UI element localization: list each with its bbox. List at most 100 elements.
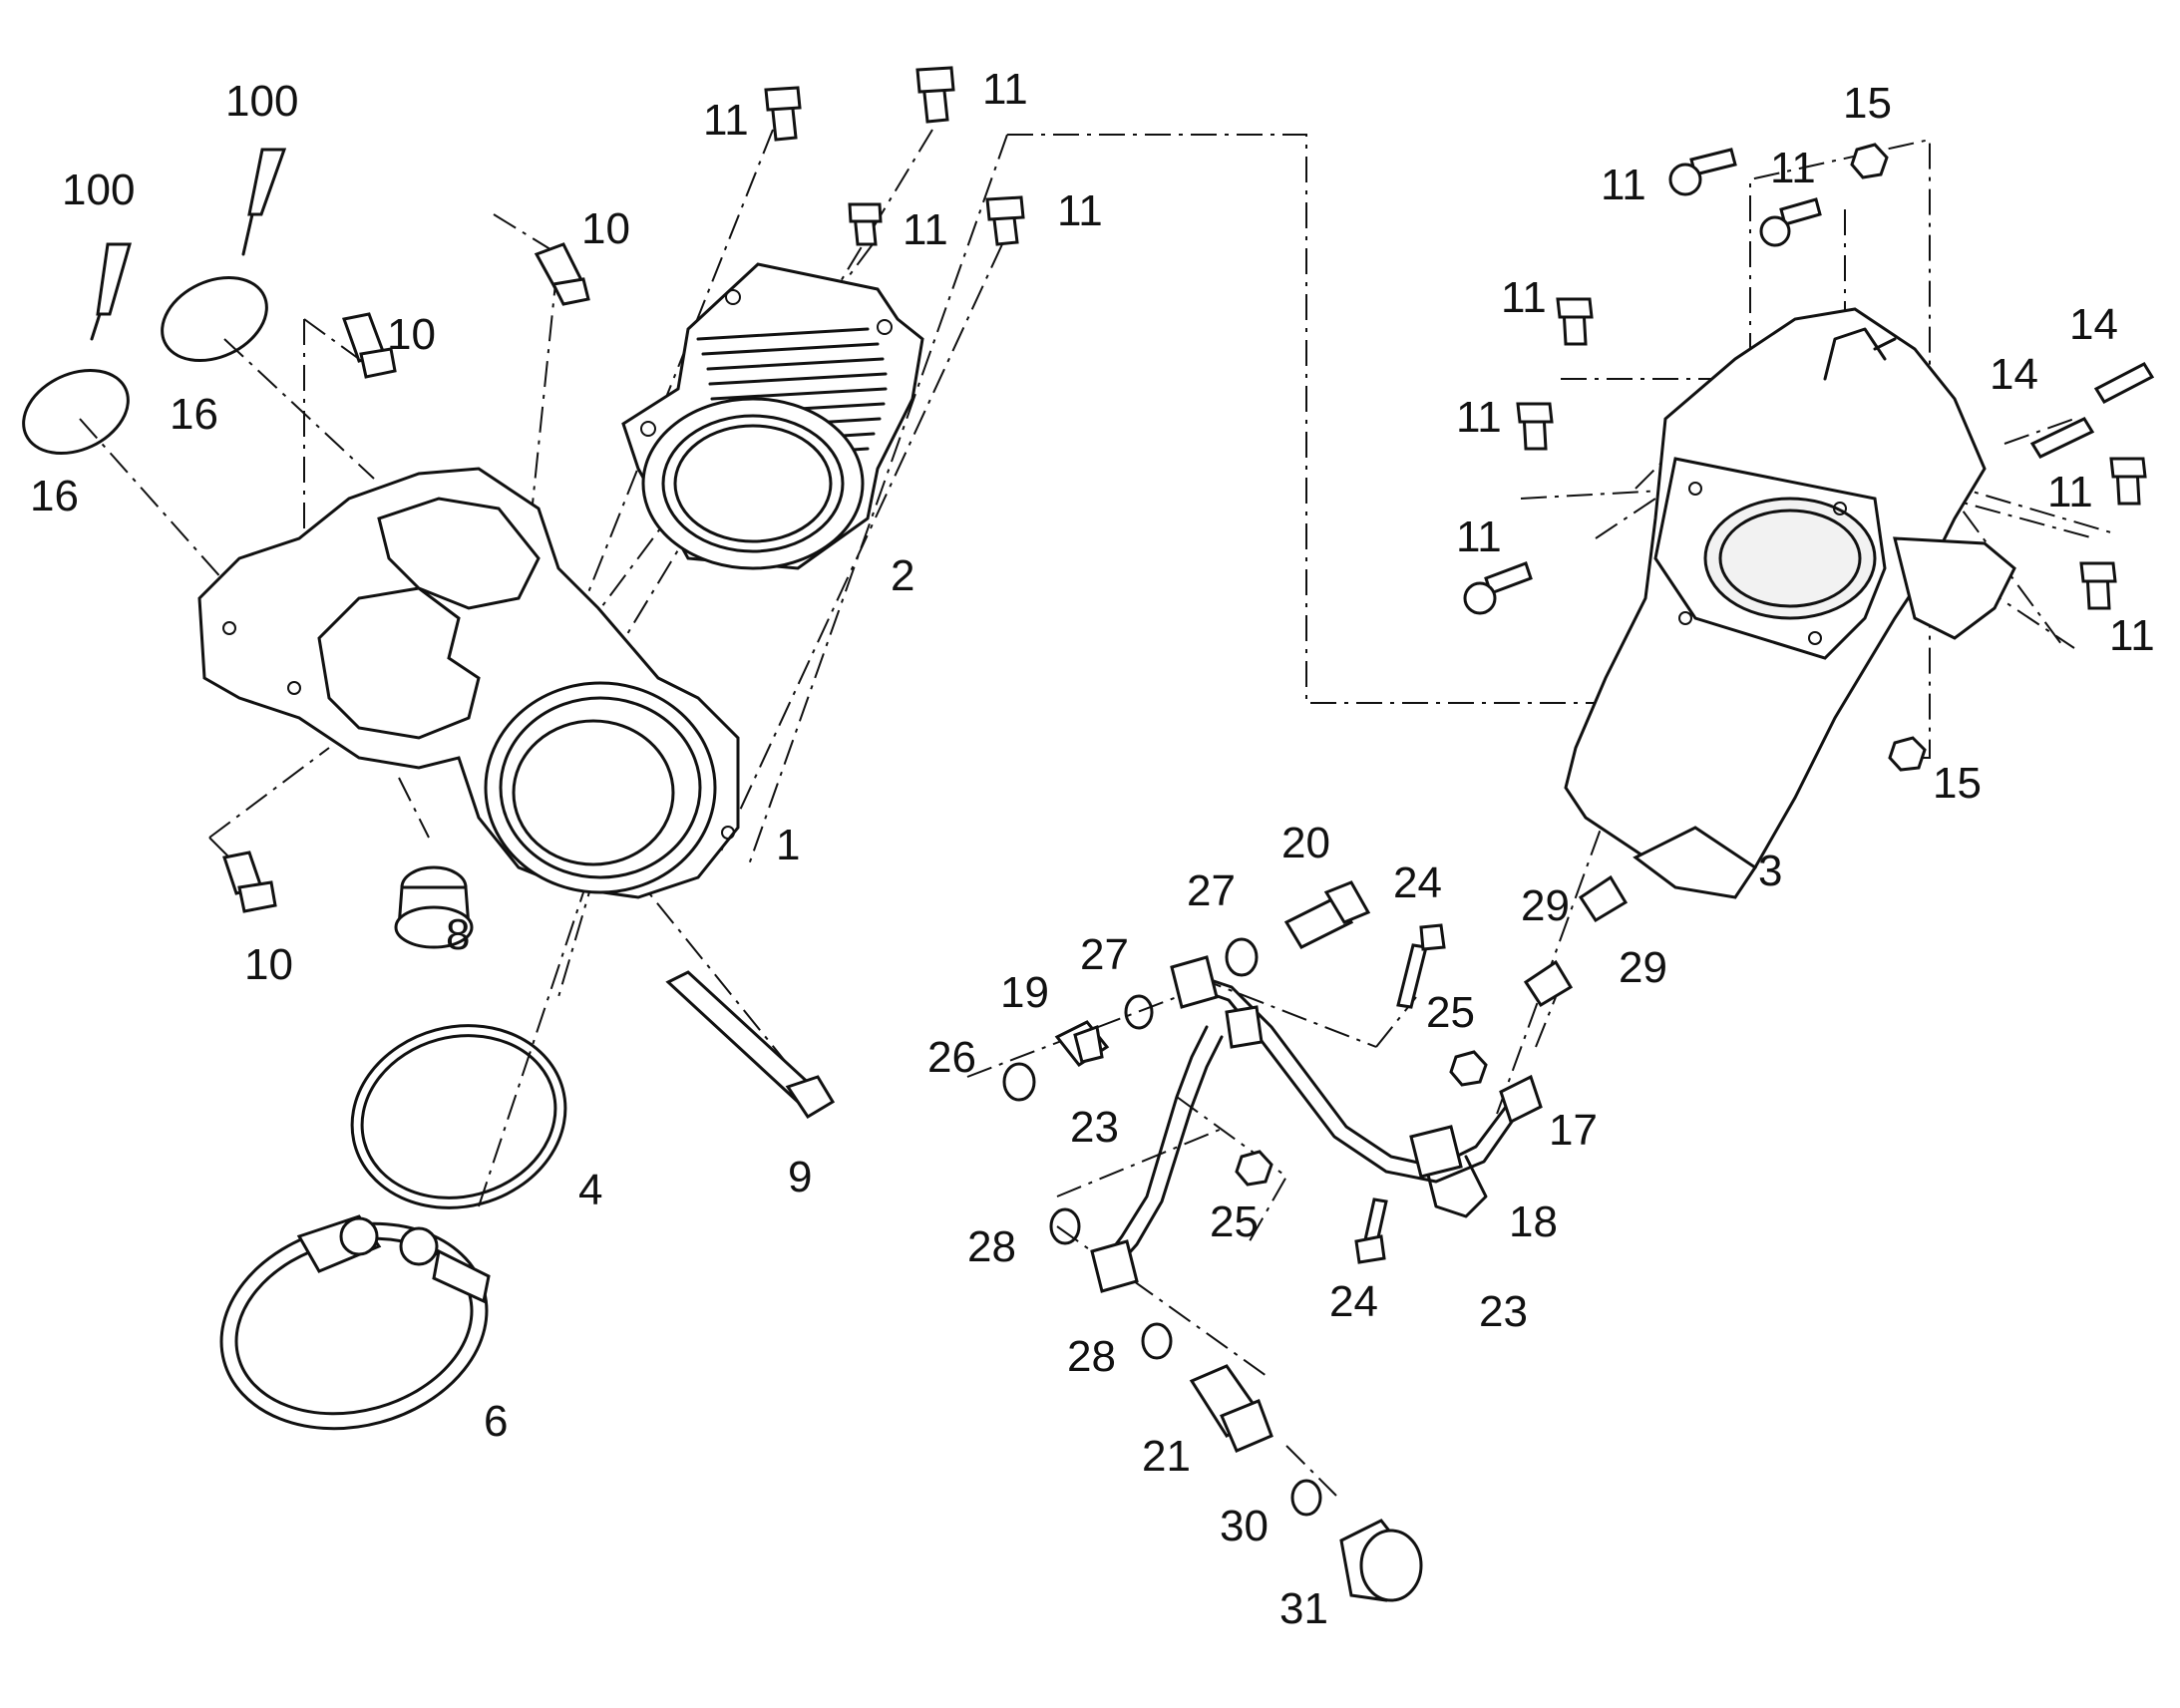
washer-28-a bbox=[1049, 1207, 1081, 1245]
callout-26: 26 bbox=[927, 1033, 976, 1082]
callout-8: 8 bbox=[446, 910, 470, 959]
callout-29-b: 29 bbox=[1619, 943, 1667, 992]
nut-25-a bbox=[1449, 1050, 1488, 1087]
callout-3: 3 bbox=[1758, 847, 1782, 895]
washer-30 bbox=[1290, 1479, 1322, 1517]
callout-labels: 1 2 3 4 6 8 9 10 10 10 11 11 11 11 11 11… bbox=[30, 65, 2155, 1633]
callout-23-a: 23 bbox=[1070, 1103, 1119, 1152]
nuts-studs bbox=[1850, 143, 2155, 772]
bolts bbox=[222, 66, 2147, 913]
washer-26 bbox=[1002, 1062, 1036, 1102]
callout-23-b: 23 bbox=[1479, 1287, 1528, 1336]
callout-17: 17 bbox=[1549, 1106, 1598, 1155]
washer-27-a bbox=[1225, 937, 1259, 977]
callout-11-j: 11 bbox=[2047, 468, 2093, 516]
callout-11-d: 11 bbox=[1057, 186, 1103, 235]
callout-25-a: 25 bbox=[1426, 988, 1475, 1037]
sealant-tube-100-a bbox=[90, 242, 132, 341]
part-4-o-ring bbox=[350, 1024, 567, 1209]
banjo-bolt-20 bbox=[1283, 880, 1371, 949]
callout-11-a: 11 bbox=[703, 96, 749, 145]
callout-11-b: 11 bbox=[982, 65, 1028, 114]
callout-100-a: 100 bbox=[62, 166, 135, 214]
callout-25-b: 25 bbox=[1210, 1197, 1259, 1246]
part-1-manifold-body bbox=[197, 467, 740, 899]
bolt-11-d bbox=[985, 195, 1025, 246]
callout-16-a: 16 bbox=[30, 472, 79, 520]
callout-16-b: 16 bbox=[170, 390, 218, 439]
callout-21: 21 bbox=[1142, 1432, 1191, 1481]
callout-14-b: 14 bbox=[2069, 300, 2118, 349]
bolt-24-a bbox=[1396, 923, 1446, 1009]
fitting-29-b bbox=[1578, 874, 1629, 923]
bolt-10-c bbox=[222, 851, 277, 913]
bolt-11-g bbox=[1556, 297, 1594, 346]
sealant-and-rings bbox=[22, 148, 287, 456]
callout-2: 2 bbox=[891, 551, 914, 600]
callout-10-a: 10 bbox=[581, 204, 630, 253]
bolt-10-b bbox=[342, 312, 397, 379]
stud-14-b bbox=[2093, 362, 2155, 404]
callout-24-a: 24 bbox=[1393, 858, 1442, 907]
callout-10-c: 10 bbox=[244, 940, 293, 989]
bolt-10-a bbox=[534, 242, 590, 306]
callout-27-a: 27 bbox=[1187, 866, 1236, 915]
callout-11-c: 11 bbox=[903, 205, 948, 254]
fitting-19 bbox=[1054, 1020, 1110, 1067]
part-3-housing bbox=[1564, 307, 2016, 899]
o-ring-16-b bbox=[161, 275, 268, 363]
nut-15-b bbox=[1888, 736, 1927, 772]
bolt-11-i bbox=[1463, 561, 1533, 615]
callout-11-k: 11 bbox=[2109, 611, 2155, 660]
callout-28-a: 28 bbox=[967, 1222, 1016, 1271]
fittings bbox=[1002, 874, 1629, 1602]
coolant-pipes bbox=[1090, 955, 1543, 1293]
sensor-31 bbox=[1339, 1519, 1423, 1602]
fitting-21 bbox=[1189, 1364, 1273, 1453]
fitting-29-a bbox=[1523, 959, 1574, 1008]
part-9-long-bolt bbox=[665, 970, 836, 1120]
nut-25-b bbox=[1235, 1150, 1273, 1187]
callout-15-a: 15 bbox=[1843, 79, 1892, 128]
bolt-24-b bbox=[1354, 1197, 1388, 1264]
callout-100-b: 100 bbox=[225, 77, 298, 126]
washer-28-b bbox=[1141, 1322, 1173, 1360]
sealant-tube-100-b bbox=[241, 148, 287, 256]
callout-11-e: 11 bbox=[1601, 161, 1646, 209]
callout-11-i: 11 bbox=[1456, 512, 1502, 561]
nut-15-a bbox=[1850, 143, 1889, 179]
callout-19: 19 bbox=[1000, 968, 1049, 1017]
callout-18: 18 bbox=[1509, 1197, 1558, 1246]
callout-20: 20 bbox=[1281, 819, 1330, 867]
callout-11-h: 11 bbox=[1456, 393, 1502, 442]
bolt-11-k bbox=[2079, 561, 2117, 610]
bolt-11-c bbox=[848, 202, 883, 246]
callout-31: 31 bbox=[1279, 1584, 1328, 1633]
callout-15-b: 15 bbox=[1933, 759, 1982, 808]
callout-4: 4 bbox=[578, 1166, 602, 1214]
callout-6: 6 bbox=[484, 1397, 508, 1446]
stud-14-a bbox=[2029, 417, 2095, 459]
bolt-11-f bbox=[1759, 197, 1822, 247]
callout-10-b: 10 bbox=[387, 310, 436, 359]
bolt-11-a bbox=[764, 86, 802, 142]
callout-24-b: 24 bbox=[1329, 1277, 1378, 1326]
callout-29-a: 29 bbox=[1521, 881, 1570, 930]
washer-27-b bbox=[1124, 994, 1154, 1030]
callout-11-g: 11 bbox=[1501, 273, 1547, 322]
callout-14-a: 14 bbox=[1990, 350, 2038, 399]
bolt-11-j bbox=[2109, 457, 2147, 506]
callout-1: 1 bbox=[776, 821, 800, 869]
callout-28-b: 28 bbox=[1067, 1332, 1116, 1381]
bolt-11-b bbox=[915, 66, 955, 124]
part-2-finned-housing bbox=[621, 262, 924, 570]
callout-11-f: 11 bbox=[1770, 144, 1816, 192]
part-6-clamp bbox=[219, 1214, 491, 1431]
callout-27-b: 27 bbox=[1080, 930, 1129, 979]
bolt-11-e bbox=[1668, 148, 1737, 196]
o-ring-16-a bbox=[22, 368, 130, 456]
callout-30: 30 bbox=[1220, 1502, 1269, 1550]
callout-9: 9 bbox=[788, 1153, 812, 1201]
part-8-plug bbox=[394, 865, 474, 949]
